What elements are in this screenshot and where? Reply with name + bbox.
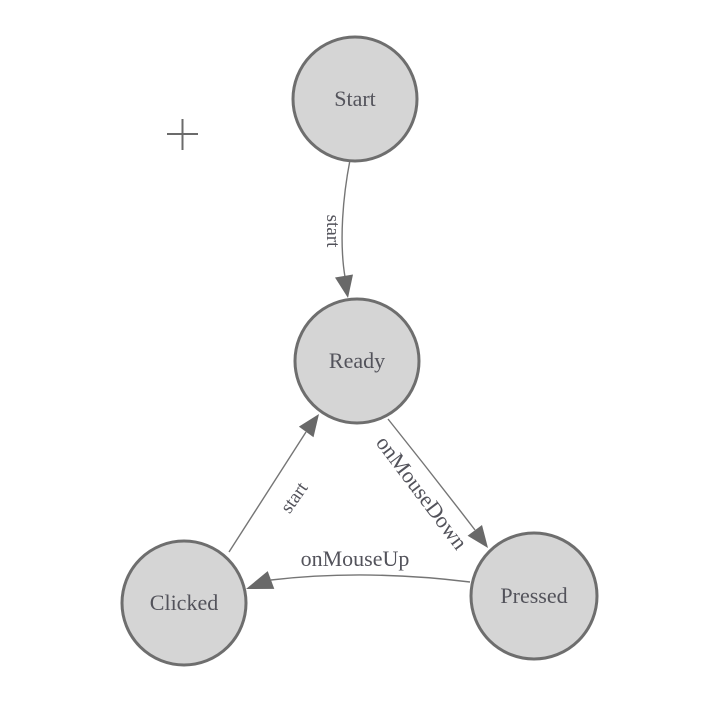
state-label: Clicked (150, 590, 218, 615)
edge-path[interactable] (341, 159, 351, 278)
edge-label: start (322, 215, 343, 248)
node-ready[interactable]: Ready (293, 297, 421, 425)
node-clicked[interactable]: Clicked (120, 539, 248, 667)
edge-path[interactable] (387, 418, 476, 531)
edge-label: onMouseUp (301, 546, 410, 571)
node-start[interactable]: Start (291, 35, 419, 163)
edge-path[interactable] (228, 431, 307, 553)
arrowhead-icon (467, 525, 488, 548)
edge-pressed-to-clicked[interactable]: onMouseUp (246, 546, 471, 589)
state-circle[interactable] (469, 531, 599, 661)
edge-label: start (277, 478, 313, 517)
edge-start-to-ready[interactable]: start (322, 159, 353, 298)
edge-path[interactable] (270, 574, 471, 583)
state-circle[interactable] (120, 539, 248, 667)
arrowhead-icon (335, 274, 353, 298)
state-label: Start (334, 86, 376, 111)
state-label: Pressed (500, 583, 567, 608)
state-label: Ready (329, 348, 385, 373)
state-circle[interactable] (291, 35, 419, 163)
arrowhead-icon (246, 571, 275, 589)
state-circle[interactable] (293, 297, 421, 425)
plus-crosshair-icon (167, 119, 198, 150)
edge-label: onMouseDown (371, 431, 473, 554)
edge-clicked-to-ready[interactable]: start (228, 414, 319, 553)
node-pressed[interactable]: Pressed (469, 531, 599, 661)
edge-ready-to-pressed[interactable]: onMouseDown (371, 418, 488, 554)
arrowhead-icon (298, 414, 319, 438)
